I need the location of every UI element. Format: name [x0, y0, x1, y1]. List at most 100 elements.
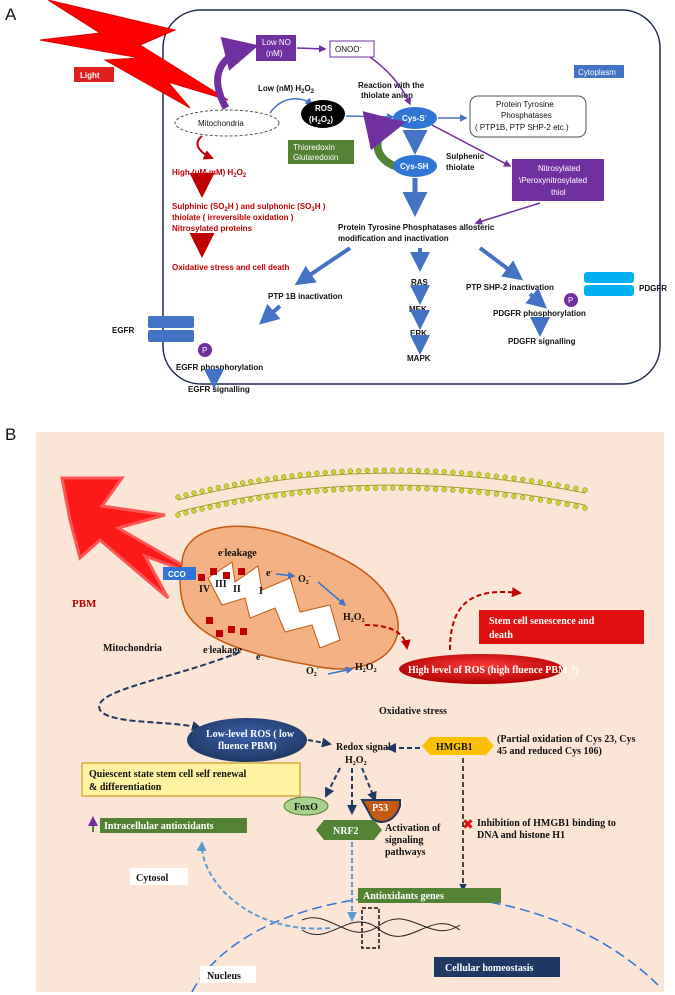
- ptp-line2: Phosphatases: [501, 111, 552, 120]
- pdgfr-p-label: P: [568, 296, 573, 305]
- lipid-head: [573, 503, 579, 509]
- arrow-e-to-o2-top: [275, 571, 296, 580]
- lipid-head: [191, 490, 197, 496]
- lipid-head: [289, 473, 295, 479]
- arrow-no-to-onoo: [296, 45, 327, 53]
- arrow-onoo-to-cys: [369, 56, 411, 106]
- lipid-head: [373, 467, 379, 473]
- lipid-head: [347, 468, 354, 474]
- lipid-head: [485, 472, 491, 478]
- mitochondria-b-label: Mitochondria: [103, 643, 162, 654]
- arrow-low-ros-to-redox: [307, 737, 332, 748]
- o2-bottom: O2-: [306, 666, 319, 678]
- arrow-redox-to-p53: [361, 767, 377, 802]
- lipid-head: [390, 467, 396, 473]
- arrow-ros-to-cys: [345, 113, 395, 121]
- cytoplasm-tag: [574, 65, 624, 78]
- thioredoxin-line2: Glutaredoxin: [293, 153, 338, 162]
- lipid-head: [175, 494, 181, 500]
- lipid-head: [564, 501, 570, 508]
- ptp-box: [469, 95, 587, 138]
- cco-box: [163, 567, 196, 580]
- cytoplasm-label: Cytoplasm: [578, 68, 616, 77]
- nrf2-label: NRF2: [333, 826, 359, 837]
- low-h2o2-label: Low (nM) H2O2: [258, 84, 315, 95]
- hmgb1-label: HMGB1: [436, 742, 473, 753]
- stem-death-box: [479, 610, 644, 644]
- lipid-head: [183, 510, 189, 516]
- lipid-head: [467, 488, 473, 495]
- low-ros-line1: Low-level ROS ( low: [206, 729, 295, 740]
- intracellular-box: [100, 818, 247, 833]
- o2-top: O2-: [298, 574, 311, 586]
- lightning-bolt-icon: [39, 0, 229, 109]
- ros-line2: (H2O2): [309, 115, 333, 126]
- pdgfr-receptor-top: [584, 272, 634, 283]
- intracellular-label: Intracellular antioxidants: [104, 821, 214, 832]
- hmgb1-note-line2: 45 and reduced Cys 106): [497, 746, 602, 757]
- arrow-to-shp2: [478, 246, 524, 281]
- lipid-head: [390, 485, 396, 491]
- sulphinic-line2: thiolate ( irreversible oxidation ): [172, 213, 294, 222]
- lipid-head: [450, 487, 456, 493]
- lipid-head: [314, 488, 320, 494]
- lipid-head: [297, 490, 303, 496]
- reaction-line2: thiolate anion: [361, 91, 413, 100]
- complex-iv-square: [198, 574, 205, 581]
- cascade-ras: RAS: [411, 278, 429, 287]
- lipid-head: [239, 480, 246, 486]
- oxidative-stress-label: Oxidative stress: [379, 706, 447, 717]
- lipid-head: [582, 487, 588, 493]
- nucleus-label-box: [200, 966, 256, 983]
- redox-line1: Redox signals: [336, 742, 395, 753]
- arrow-redox-to-foxo: [325, 767, 341, 798]
- allosteric-line2: modification and inactivation: [338, 234, 449, 243]
- nitro-line2: \Peroxynitrosylated: [519, 176, 587, 185]
- lipid-head: [493, 473, 500, 479]
- membrane-line-outer: [177, 472, 586, 501]
- quiescent-box: [81, 762, 301, 797]
- cytosol-box: [130, 868, 188, 885]
- lipid-head: [330, 469, 337, 475]
- redox-line2: H2O2: [345, 755, 367, 767]
- cys-s-label: Cys-S-: [402, 114, 427, 123]
- thioredoxin-box: [288, 140, 354, 164]
- lipid-head: [314, 470, 320, 476]
- lipid-head: [493, 491, 500, 497]
- allosteric-line1: Protein Tyrosine Phosphatases allosteric: [338, 223, 495, 232]
- onoo-box: [329, 40, 375, 58]
- nucleus-label: Nucleus: [207, 971, 241, 982]
- foxo-ellipse: [283, 796, 329, 816]
- lipid-head: [450, 469, 456, 475]
- light-label-box: [74, 67, 114, 82]
- low-no-line1: Low NO: [262, 38, 291, 47]
- arrow-genes-to-antioxidants: [196, 841, 331, 930]
- sulphinic-line3: Nitrosylated proteins: [172, 224, 253, 233]
- lipid-head: [191, 508, 197, 514]
- lipid-head: [415, 485, 422, 492]
- lipid-head: [264, 476, 270, 482]
- ptp-line1: Protein Tyrosine: [496, 100, 554, 109]
- lipid-head: [520, 476, 526, 483]
- lipid-head: [520, 494, 526, 501]
- lipid-head: [502, 474, 508, 480]
- dna-strand-1: [301, 917, 461, 933]
- cytosol-label: Cytosol: [136, 873, 168, 884]
- light-label: Light: [80, 71, 100, 80]
- lipid-head: [339, 468, 345, 475]
- arrow-to-ptp1b: [294, 246, 352, 286]
- pdgfr-receptor-bottom: [584, 285, 634, 296]
- cascade-erk: ERK: [410, 329, 427, 338]
- lipid-head: [272, 475, 279, 481]
- h2o2-mito: H2O2: [343, 612, 365, 624]
- lipid-head: [231, 481, 238, 488]
- membrane-line-inner: [177, 484, 586, 513]
- foxo-label: FoxO: [294, 802, 318, 813]
- lipid-head: [458, 488, 465, 494]
- arrow-o2-to-h2o2-top: [317, 581, 347, 606]
- arrow-mito-to-low-ros: [98, 651, 241, 731]
- arrow-mito-to-high: [196, 135, 214, 160]
- low-no-line2: (nM): [266, 49, 283, 58]
- lipid-head: [264, 494, 270, 500]
